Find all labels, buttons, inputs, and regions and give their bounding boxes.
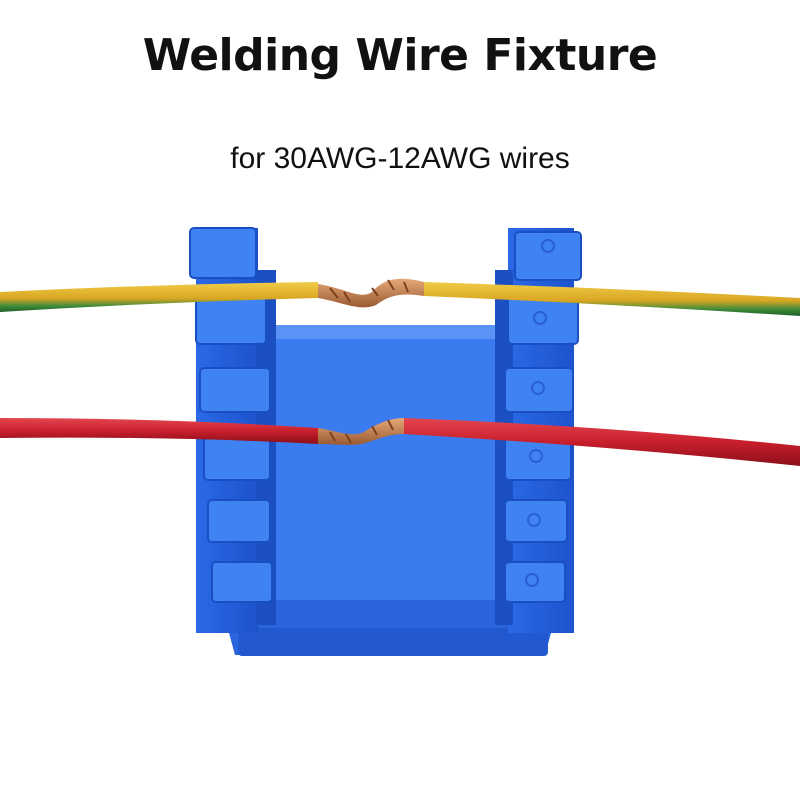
page-subtitle: for 30AWG-12AWG wires	[230, 142, 570, 175]
page-title: Welding Wire Fixture	[142, 30, 658, 81]
red-wire	[0, 418, 800, 466]
yellow-green-wire	[0, 278, 800, 316]
